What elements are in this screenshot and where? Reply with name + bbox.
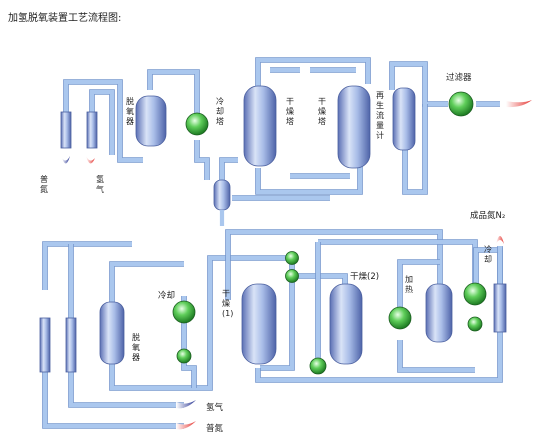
bottom-flame-red-icon	[176, 421, 196, 430]
label-dryer-1: 干燥(1)	[222, 289, 233, 318]
bottom-cooler-ball-large	[172, 300, 196, 324]
bottom-dryer-2-vessel	[329, 283, 363, 365]
flame-red-icon	[86, 156, 95, 164]
label-normal-nitrogen-bottom: 普氮	[206, 423, 224, 434]
bottom-cooler-ball-right-small	[467, 316, 483, 332]
top-separator-vessel	[213, 179, 231, 226]
bottom-heater-vessel	[425, 283, 453, 343]
bottom-cooler-ball-small	[176, 348, 192, 364]
label-deoxygenator-bottom: 脱氧器	[132, 332, 140, 362]
bottom-cooler-cylinder	[493, 283, 507, 333]
label-cooler-left: 冷却	[158, 290, 175, 301]
label-deoxygenator-top: 脱氧器	[126, 96, 134, 126]
bottom-pipes	[42, 229, 503, 429]
label-hydrogen-top: 氢气	[96, 174, 104, 194]
label-cooling-tower: 冷却塔	[216, 96, 224, 126]
outlet-flame-icon	[506, 100, 532, 108]
top-pipes	[63, 57, 500, 201]
bottom-inlet-cylinder-1	[39, 317, 51, 373]
label-dryer-tower-1: 干燥塔	[286, 97, 294, 126]
bottom-inlet-cylinder-2	[65, 317, 77, 373]
product-flame-icon	[496, 236, 504, 244]
top-flowmeter-vessel	[392, 87, 416, 151]
label-filter: 过滤器	[446, 72, 472, 83]
top-dryer-tower-2	[337, 85, 371, 169]
flame-blue-icon	[62, 156, 70, 164]
top-dryer-tower-1	[243, 85, 277, 167]
label-dryer-2: 干燥(2)	[350, 271, 379, 282]
bottom-valve-ball-1	[285, 251, 299, 265]
diagram-title: 加氢脱氧装置工艺流程图:	[8, 13, 122, 24]
top-deoxygenator-vessel	[135, 95, 167, 147]
label-hydrogen-bottom: 氢气	[206, 402, 224, 413]
top-cooling-ball	[185, 112, 209, 136]
label-normal-nitrogen-top: 普氮	[40, 174, 48, 194]
label-product-nitrogen: 成品氮N₂	[470, 210, 505, 221]
bottom-deoxygenator-vessel	[99, 301, 125, 365]
bottom-heater-ball	[388, 306, 412, 330]
top-inlet-cylinder-1	[60, 111, 72, 149]
bottom-flame-blue-icon	[176, 400, 196, 409]
bottom-dryer-1-vessel	[241, 283, 277, 365]
bottom-valve-ball-2	[285, 269, 299, 283]
label-regen-flowmeter: 再生流量计	[376, 91, 384, 140]
top-inlet-cylinder-2	[86, 111, 98, 149]
top-filter-ball	[448, 91, 474, 117]
label-cooler-right: 冷却	[484, 244, 492, 264]
bottom-cooler-ball-right-large	[463, 282, 487, 306]
label-dryer-tower-2: 干燥塔	[318, 97, 326, 126]
bottom-valve-ball-3	[309, 357, 327, 375]
label-heater: 加热	[405, 274, 413, 294]
